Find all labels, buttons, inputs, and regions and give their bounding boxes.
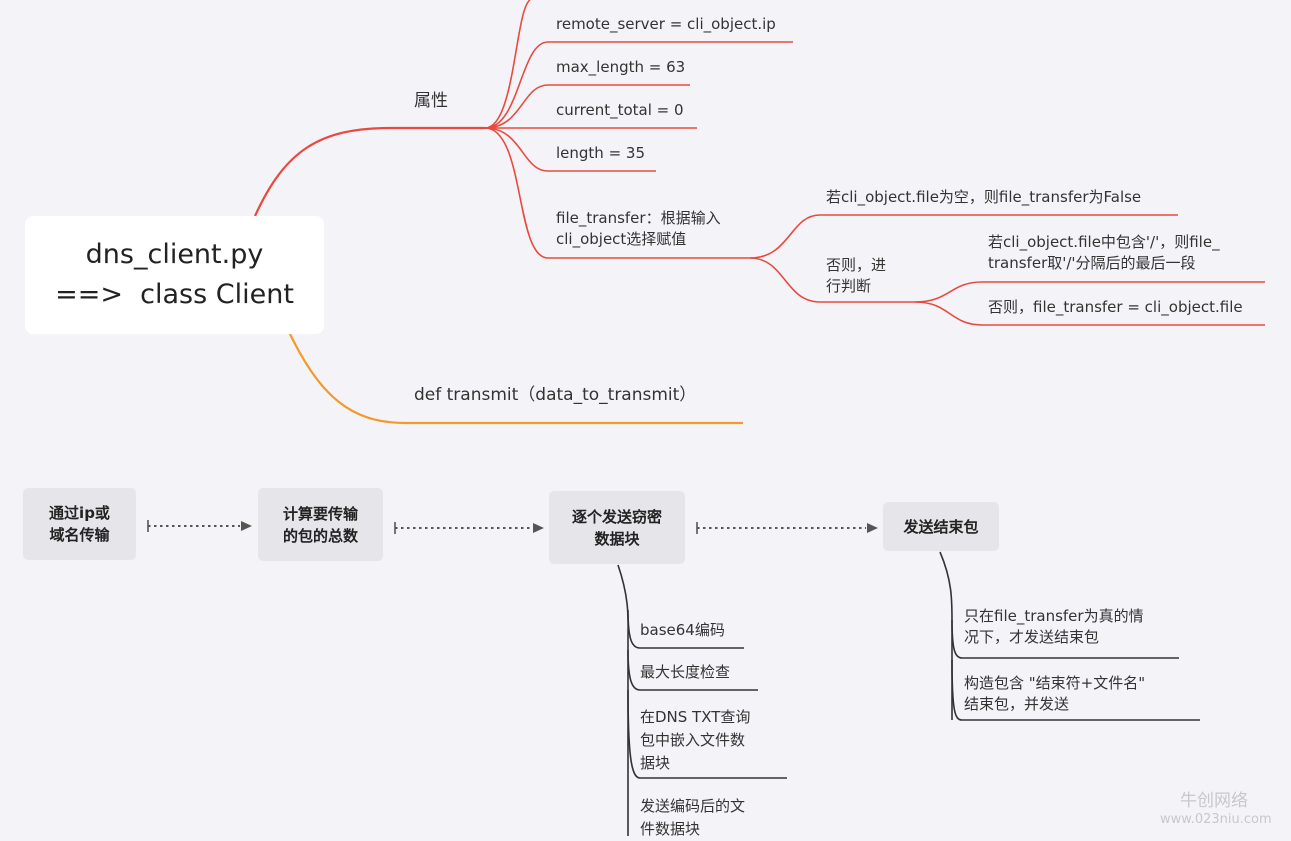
ft-slash-case[interactable]: 若cli_object.file中包含'/'，则file_ transfer取'…	[988, 232, 1220, 274]
flow-step-transport-line2: 域名传输	[49, 526, 110, 544]
end-step-construct[interactable]: 构造包含 "结束符+文件名" 结束包，并发送	[964, 673, 1145, 715]
arrowhead-2	[533, 523, 544, 533]
step-connector-2	[627, 649, 758, 691]
step-base64[interactable]: base64编码	[640, 621, 725, 639]
file-transfer-connector	[484, 127, 750, 259]
top-offscreen-connector	[484, 0, 531, 129]
step-embed-txt[interactable]: 在DNS TXT查询 包中嵌入文件数 据块	[640, 706, 750, 775]
flow-step-transport[interactable]: 通过ip或 域名传输	[23, 488, 136, 560]
step-connector-3	[627, 689, 787, 779]
step-connector-1	[627, 609, 744, 649]
end-step-condition-line2: 况下，才发送结束包	[964, 628, 1100, 646]
root-to-attrs-connector	[253, 126, 391, 217]
attr-max-length[interactable]: max_length = 63	[556, 58, 686, 76]
root-to-transmit-connector	[289, 333, 743, 425]
flow-step-count-line2: 的包的总数	[282, 526, 358, 545]
transmit-branch-label[interactable]: def transmit（data_to_transmit）	[414, 385, 697, 405]
send-chunks-trunk	[617, 564, 629, 836]
attrs-branch-label[interactable]: 属性	[414, 91, 448, 111]
end-step-condition[interactable]: 只在file_transfer为真的情 况下，才发送结束包	[964, 606, 1144, 648]
flow-step-end-packet[interactable]: 发送结束包	[883, 502, 999, 551]
ft-else-line2: 行判断	[826, 277, 872, 295]
attr-current-total[interactable]: current_total = 0	[556, 101, 684, 119]
end-connector-1	[951, 619, 1179, 659]
root-subtitle: ==> class Client	[55, 279, 294, 310]
file-transfer-line1: file_transfer：根据输入	[556, 209, 721, 227]
root-title: dns_client.py	[85, 239, 264, 270]
flow-step-send-line1: 逐个发送窃密	[571, 507, 662, 526]
watermark-url: www.023niu.com	[1160, 812, 1272, 827]
attr-file-transfer[interactable]: file_transfer：根据输入 cli_object选择赋值	[556, 208, 721, 250]
end-trunk	[939, 551, 953, 720]
root-node[interactable]: dns_client.py ==> class Client	[25, 216, 324, 334]
attr-length[interactable]: length = 35	[556, 144, 646, 162]
end-step-construct-line1: 构造包含 "结束符+文件名"	[964, 674, 1146, 692]
attr-connector-1	[484, 84, 690, 129]
flow-step-count-line1: 计算要传输	[282, 504, 358, 523]
arrowhead-1	[241, 521, 252, 531]
end-step-construct-line2: 结束包，并发送	[964, 695, 1070, 713]
ft-empty-connector	[749, 214, 1178, 259]
ft-slash-line2: transfer取'/'分隔后的最后一段	[988, 254, 1196, 272]
file-transfer-line2: cli_object选择赋值	[556, 230, 687, 248]
attr-remote-server[interactable]: remote_server = cli_object.ip	[556, 15, 776, 33]
ft-otherwise-connector	[914, 301, 1265, 326]
ft-slash-line1: 若cli_object.file中包含'/'，则file_	[988, 233, 1220, 251]
attr-connector-0	[484, 41, 793, 129]
arrowhead-3	[867, 523, 878, 533]
flow-step-end-line1: 发送结束包	[903, 517, 979, 536]
step-send-encoded-line2: 件数据块	[640, 820, 701, 838]
flow-step-transport-line1: 通过ip或	[49, 504, 110, 522]
watermark-title: 牛创网络	[1180, 791, 1248, 811]
ft-empty-case[interactable]: 若cli_object.file为空，则file_transfer为False	[826, 188, 1142, 206]
flow-step-send-line2: 数据块	[594, 529, 640, 548]
attr-connector-3	[484, 127, 656, 172]
step-length-check[interactable]: 最大长度检查	[640, 663, 731, 681]
ft-slash-connector	[914, 281, 1265, 303]
ft-else-case[interactable]: 否则，进 行判断	[826, 255, 886, 297]
flow-step-count-packets[interactable]: 计算要传输 的包的总数	[258, 488, 383, 561]
ft-otherwise-case[interactable]: 否则，file_transfer = cli_object.file	[988, 298, 1243, 316]
step-embed-line2: 包中嵌入文件数	[640, 731, 746, 749]
step-send-encoded[interactable]: 发送编码后的文 件数据块	[640, 795, 745, 841]
ft-else-connector	[749, 257, 915, 303]
step-send-encoded-line1: 发送编码后的文	[640, 797, 746, 815]
step-embed-line3: 据块	[640, 754, 671, 772]
flow-step-send-chunks[interactable]: 逐个发送窃密 数据块	[549, 491, 685, 564]
end-step-condition-line1: 只在file_transfer为真的情	[964, 607, 1144, 625]
step-embed-line1: 在DNS TXT查询	[640, 708, 751, 726]
ft-else-line1: 否则，进	[826, 256, 887, 274]
end-connector-2	[951, 659, 1200, 721]
